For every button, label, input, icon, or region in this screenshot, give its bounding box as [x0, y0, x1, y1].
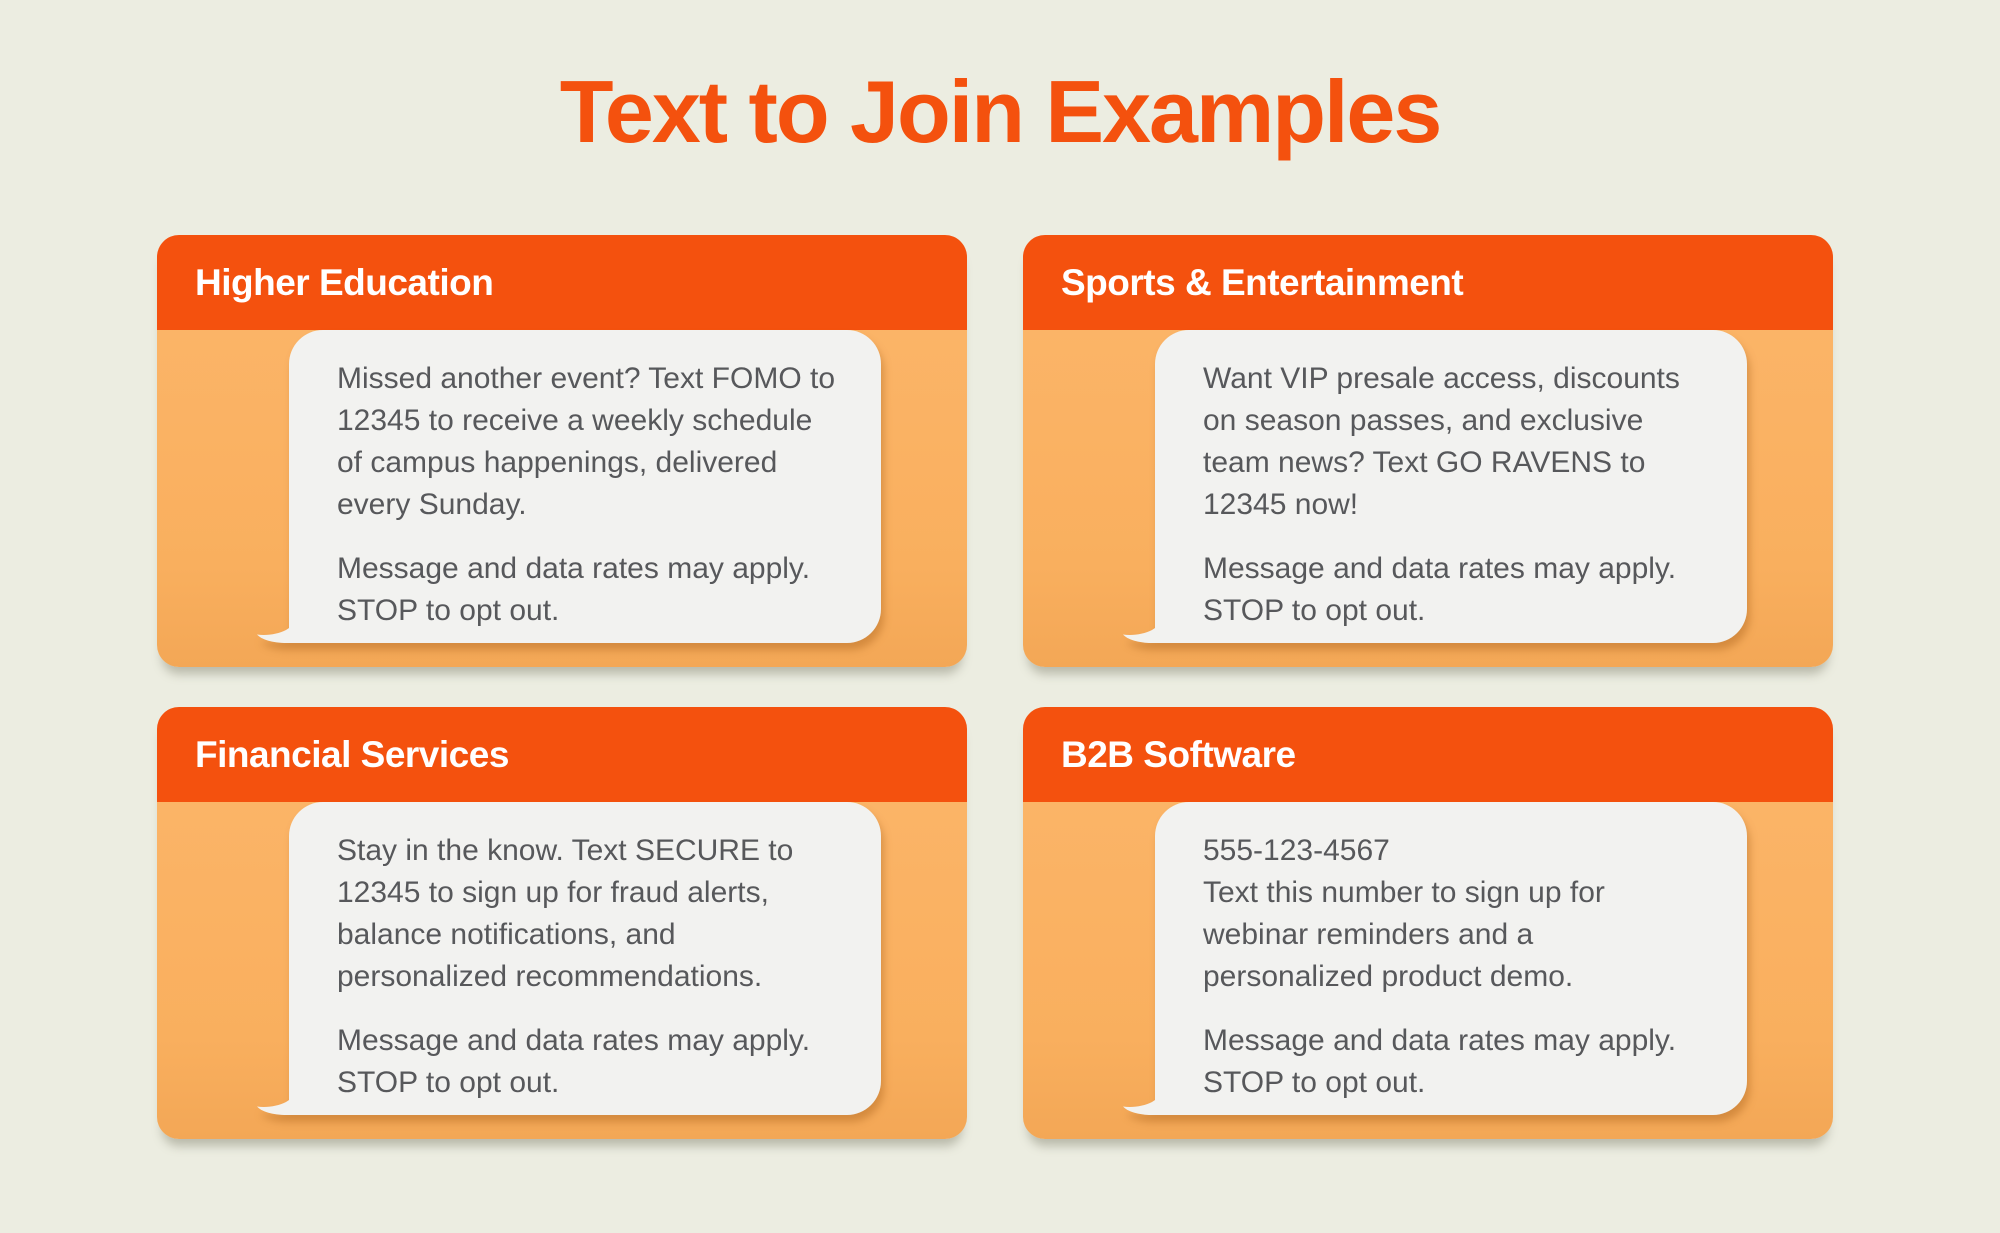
card-title: Sports & Entertainment	[1061, 261, 1464, 303]
bubble-message-text: Want VIP presale access, discounts on se…	[1203, 362, 1680, 521]
bubble-message-text: 555-123-4567 Text this number to sign up…	[1203, 834, 1605, 993]
cards-grid: Higher Education Missed another event? T…	[157, 235, 1833, 1139]
card-b2b-software: B2B Software 555-123-4567 Text this numb…	[1023, 707, 1833, 1139]
speech-bubble-tail-icon	[1123, 591, 1175, 643]
speech-bubble-surface: Missed another event? Text FOMO to 12345…	[289, 330, 881, 643]
speech-bubble: Missed another event? Text FOMO to 12345…	[257, 330, 881, 643]
card-body: 555-123-4567 Text this number to sign up…	[1023, 802, 1833, 1139]
card-financial-services: Financial Services Stay in the know. Tex…	[157, 707, 967, 1139]
speech-bubble-tail-icon	[257, 591, 309, 643]
speech-bubble: Want VIP presale access, discounts on se…	[1123, 330, 1747, 643]
speech-bubble-tail-icon	[1123, 1063, 1175, 1115]
card-higher-education: Higher Education Missed another event? T…	[157, 235, 967, 667]
card-title: Higher Education	[195, 261, 494, 303]
card-body: Stay in the know. Text SECURE to 12345 t…	[157, 802, 967, 1139]
speech-bubble-surface: Want VIP presale access, discounts on se…	[1155, 330, 1747, 643]
card-title: Financial Services	[195, 733, 509, 775]
opt-out-text: Message and data rates may apply. STOP t…	[1203, 1024, 1677, 1099]
card-body: Want VIP presale access, discounts on se…	[1023, 330, 1833, 667]
speech-bubble-surface: 555-123-4567 Text this number to sign up…	[1155, 802, 1747, 1115]
opt-out-text: Message and data rates may apply. STOP t…	[1203, 552, 1677, 627]
card-header-higher-education: Higher Education	[157, 235, 967, 330]
card-header-sports-entertainment: Sports & Entertainment	[1023, 235, 1833, 330]
bubble-message-text: Missed another event? Text FOMO to 12345…	[337, 362, 836, 521]
card-header-b2b-software: B2B Software	[1023, 707, 1833, 802]
opt-out-text: Message and data rates may apply. STOP t…	[337, 552, 811, 627]
card-body: Missed another event? Text FOMO to 12345…	[157, 330, 967, 667]
card-sports-entertainment: Sports & Entertainment Want VIP presale …	[1023, 235, 1833, 667]
bubble-message-text: Stay in the know. Text SECURE to 12345 t…	[337, 834, 794, 993]
page-title: Text to Join Examples	[559, 62, 1443, 161]
opt-out-text: Message and data rates may apply. STOP t…	[337, 1024, 811, 1099]
speech-bubble-tail-icon	[257, 1063, 309, 1115]
speech-bubble: 555-123-4567 Text this number to sign up…	[1123, 802, 1747, 1115]
card-header-financial-services: Financial Services	[157, 707, 967, 802]
speech-bubble: Stay in the know. Text SECURE to 12345 t…	[257, 802, 881, 1115]
card-title: B2B Software	[1061, 733, 1296, 775]
speech-bubble-surface: Stay in the know. Text SECURE to 12345 t…	[289, 802, 881, 1115]
